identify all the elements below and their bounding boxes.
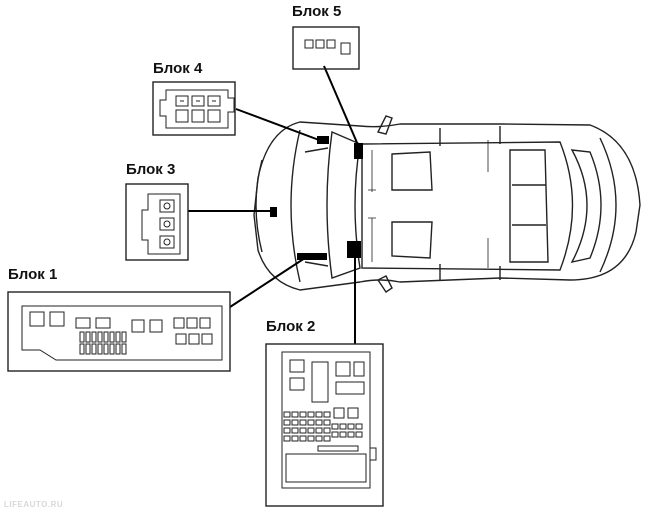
leader-lines — [188, 65, 359, 344]
block2-diagram — [265, 343, 384, 507]
leader-block5 — [323, 65, 359, 146]
front-seat-left — [391, 151, 433, 191]
marker-block5 — [354, 143, 363, 159]
mirror-right-icon — [376, 275, 393, 293]
block1-diagram — [7, 291, 231, 372]
fuse-markers — [270, 136, 363, 260]
front-seat-right — [391, 221, 433, 259]
marker-block2 — [347, 241, 361, 258]
block1-mini-fuses — [79, 331, 127, 355]
label-block2: Блок 2 — [266, 318, 316, 335]
roof — [361, 141, 574, 271]
car-top-view — [253, 115, 641, 293]
block2-mini-fuses — [283, 411, 363, 442]
rear-bench — [509, 149, 549, 263]
block5-diagram — [292, 26, 360, 70]
marker-block3 — [270, 207, 277, 217]
label-block1: Блок 1 — [8, 266, 58, 283]
watermark: LIFEAUTO.RU — [4, 500, 64, 509]
block4-diagram — [152, 81, 236, 136]
mirror-left-icon — [376, 115, 393, 135]
marker-block4 — [317, 136, 329, 144]
leader-block4 — [235, 108, 320, 141]
leader-block1 — [229, 257, 306, 308]
label-block5: Блок 5 — [292, 3, 342, 20]
rear-window — [570, 149, 602, 264]
label-block4: Блок 4 — [153, 60, 203, 77]
car-body-outline — [253, 121, 641, 291]
block3-diagram — [125, 183, 189, 261]
marker-block1 — [297, 253, 327, 260]
windshield — [326, 130, 361, 279]
label-block3: Блок 3 — [126, 161, 176, 178]
